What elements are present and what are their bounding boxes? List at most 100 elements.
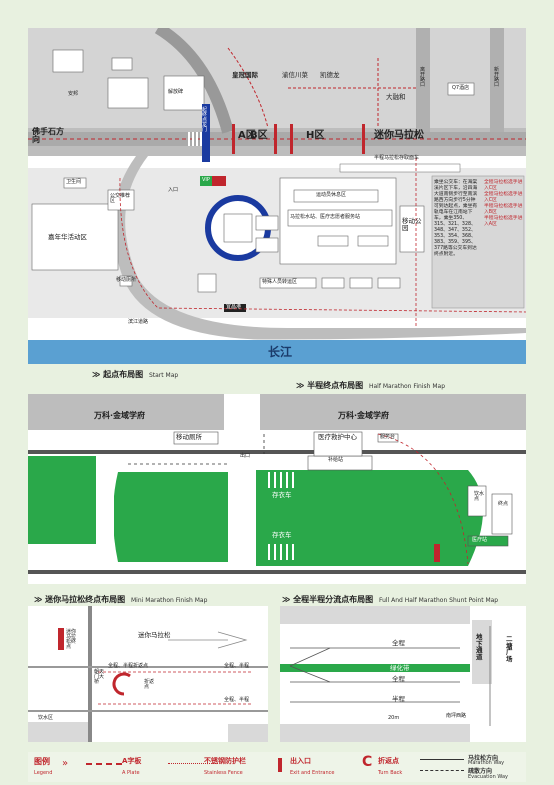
right-note-4: 半程马拉松选手进入A区 (484, 216, 523, 227)
out1-label: 离开路口 (420, 67, 426, 88)
legend-turn-en: Turn Back (378, 770, 403, 776)
legend-panel: 图例 Legend » A字板 A Plate 不锈钢防护栏 Stainless… (28, 752, 526, 782)
half-map-title-en: Half Marathon Finish Map (368, 383, 446, 390)
full-half-label: 全程、半程 (224, 663, 250, 669)
tunnel-label: 地下通道 (476, 633, 483, 661)
mobile-toilet-label: 移动厕所 (116, 277, 137, 283)
green-label: 绿化带 (390, 664, 410, 672)
turn-back-icon: C (362, 754, 373, 770)
out2-label: 新开路口 (494, 67, 500, 88)
legend-marathon-label: 马拉松方向 (468, 755, 499, 762)
half-finish-svg (28, 394, 526, 584)
anbang-label: 安邦 (68, 91, 79, 97)
left-road-label: 佛手石方向 (32, 127, 64, 144)
half-mobile-toilet-label: 移动厕所 (176, 433, 202, 441)
legend-fence-label: 不锈钢防护栏 (204, 757, 246, 765)
chevron-down-icon: ≫ (296, 381, 305, 390)
legend-a-plate-label: A字板 (122, 757, 142, 765)
legend-evac-en: Evacuation Way (468, 774, 508, 780)
vip-label: VIP (202, 177, 210, 183)
chevron-right-icon: » (62, 758, 69, 769)
legend-exit-en: Exit and Entrance (290, 770, 335, 776)
medical-label: 医疗救护中心 (318, 433, 357, 441)
right-note-2: 全程马拉松选手进入C区 (484, 192, 523, 203)
flower-label: 凯德龙 (320, 71, 340, 79)
chevron-down-icon: ≫ (92, 370, 101, 379)
water-label: 饮水点 (474, 491, 485, 502)
mini-map-title-text: 迷你马拉松终点布局图 (45, 595, 126, 604)
b-zone-label: B区 (250, 130, 268, 141)
school1-label: 万科·金域学府 (94, 411, 146, 420)
full1-label: 全程 (392, 639, 405, 647)
vendor-label: 补给站 (328, 457, 344, 463)
right-note-3: 半程马拉松选手进入B区 (484, 204, 523, 215)
legend-fence-en: Stainless Fence (204, 770, 243, 776)
legend-evac-label: 疏散方向 (468, 768, 493, 775)
dock-label: 宜昌港 (226, 304, 242, 310)
q7-label: Q7酒店 (452, 85, 470, 91)
legend-fence-icon (168, 763, 218, 764)
start-map-svg (28, 28, 526, 364)
legend-title-en: Legend (34, 770, 53, 776)
split-svg (280, 606, 526, 742)
school2-label: 万科·金域学府 (338, 411, 390, 420)
mini-finish-svg (28, 606, 268, 742)
legend-evac-arrow-icon (420, 770, 464, 771)
full-half-return-label: 全程、半程折返点 (108, 663, 149, 669)
chevron-down-icon: ≫ (282, 595, 291, 604)
legend-exit-icon (278, 758, 282, 772)
yuxin-label: 渝信川菜 (282, 71, 308, 79)
chevron-down-icon: ≫ (34, 595, 43, 604)
legend-title: 图例 (34, 756, 50, 767)
full2-label: 全程 (392, 675, 405, 683)
legend-a-plate-en: A Plate (122, 770, 140, 776)
medical-station-label: 医疗站 (472, 537, 488, 543)
road-label: 南坪西路 (446, 713, 467, 719)
dist-label: 20m (388, 715, 400, 721)
storage1-label: 存衣车 (272, 491, 292, 499)
legend-marathon-en: Marathon Way (468, 760, 505, 766)
exit-label: 出口 (240, 453, 251, 459)
mini-marathon-label: 迷你马拉松 (374, 130, 424, 141)
gate-label: 入口 (168, 187, 179, 193)
start-map-title-en: Start Map (148, 372, 179, 379)
zhuanxing-label: 特殊人员转运区 (262, 279, 298, 285)
legend-title-text: 图例 (34, 757, 50, 766)
bottom-road-label: 滨江道路 (128, 319, 149, 325)
h-zone-label: H区 (306, 130, 325, 141)
finish-label: 终点 (498, 501, 509, 507)
danalu-label: 大融和 (386, 93, 406, 101)
mini-water-label: 饮水区 (38, 715, 54, 721)
bridge-label: 朝天门大桥 (94, 669, 105, 685)
split-map-title-en: Full And Half Marathon Shunt Point Map (378, 597, 499, 604)
half-finish-panel: 万科·金域学府 万科·金域学府 移动厕所 医疗救护中心 存衣车 存衣车 出口 医… (28, 394, 526, 584)
half-map-title: ≫ 半程终点布局图 Half Marathon Finish Map (296, 380, 445, 391)
toilet-label: 卫生间 (66, 179, 82, 185)
half-label: 半程 (392, 695, 405, 703)
square-label: 二塘广场 (506, 635, 513, 663)
split-map-title-text: 全程半程分流点布局图 (293, 595, 374, 604)
legend-exit-label: 出入口 (290, 757, 311, 765)
jiefang-label: 解放碑 (168, 89, 184, 95)
start-map-title: ≫ 起点布局图 Start Map (92, 369, 178, 380)
river-label: 长江 (268, 345, 293, 359)
mini-map-title: ≫ 迷你马拉松终点布局图 Mini Marathon Finish Map (34, 594, 207, 605)
start-map-info-box: 乘坐公交车：在海棠溪片区下车，沿四海大道南侧步行至南滨路西方向步行5分钟可到达起… (434, 180, 524, 308)
legend-turn-label: 折返点 (378, 757, 399, 765)
half-map-title-text: 半程终点布局图 (307, 381, 364, 390)
mobile-park-label: 移动公园 (402, 217, 422, 232)
mini-finish-panel: 迷你马拉松 迷你马拉松终点 朝天门大桥 全程、半程 全程、半程 全程、半程折返点… (28, 606, 268, 742)
split-panel: 全程 绿化带 全程 半程 地下通道 二塘广场 20m 南坪西路 (280, 606, 526, 742)
full-half2-label: 全程、半程 (224, 697, 250, 703)
turn-label: 折返点 (144, 679, 155, 690)
service-label: 服务台 (380, 434, 396, 440)
mini-map-title-en: Mini Marathon Finish Map (130, 597, 208, 604)
a-zone-label: A区 (238, 130, 256, 141)
start-map-panel: 长江 A区 B区 H区 迷你马拉松 皇冠国际 渝信川菜 凯德龙 大融和 佛手石方… (28, 28, 526, 364)
half-board-label: 半程马拉松存取面车 (374, 155, 420, 161)
bus-zone-label: 公交推荐区 (110, 193, 131, 204)
storage2-label: 存衣车 (272, 531, 292, 539)
carnival-label: 嘉年华活动区 (48, 233, 87, 241)
mini-run-label: 迷你马拉松 (138, 631, 171, 639)
split-map-title: ≫ 全程半程分流点布局图 Full And Half Marathon Shun… (282, 594, 498, 605)
